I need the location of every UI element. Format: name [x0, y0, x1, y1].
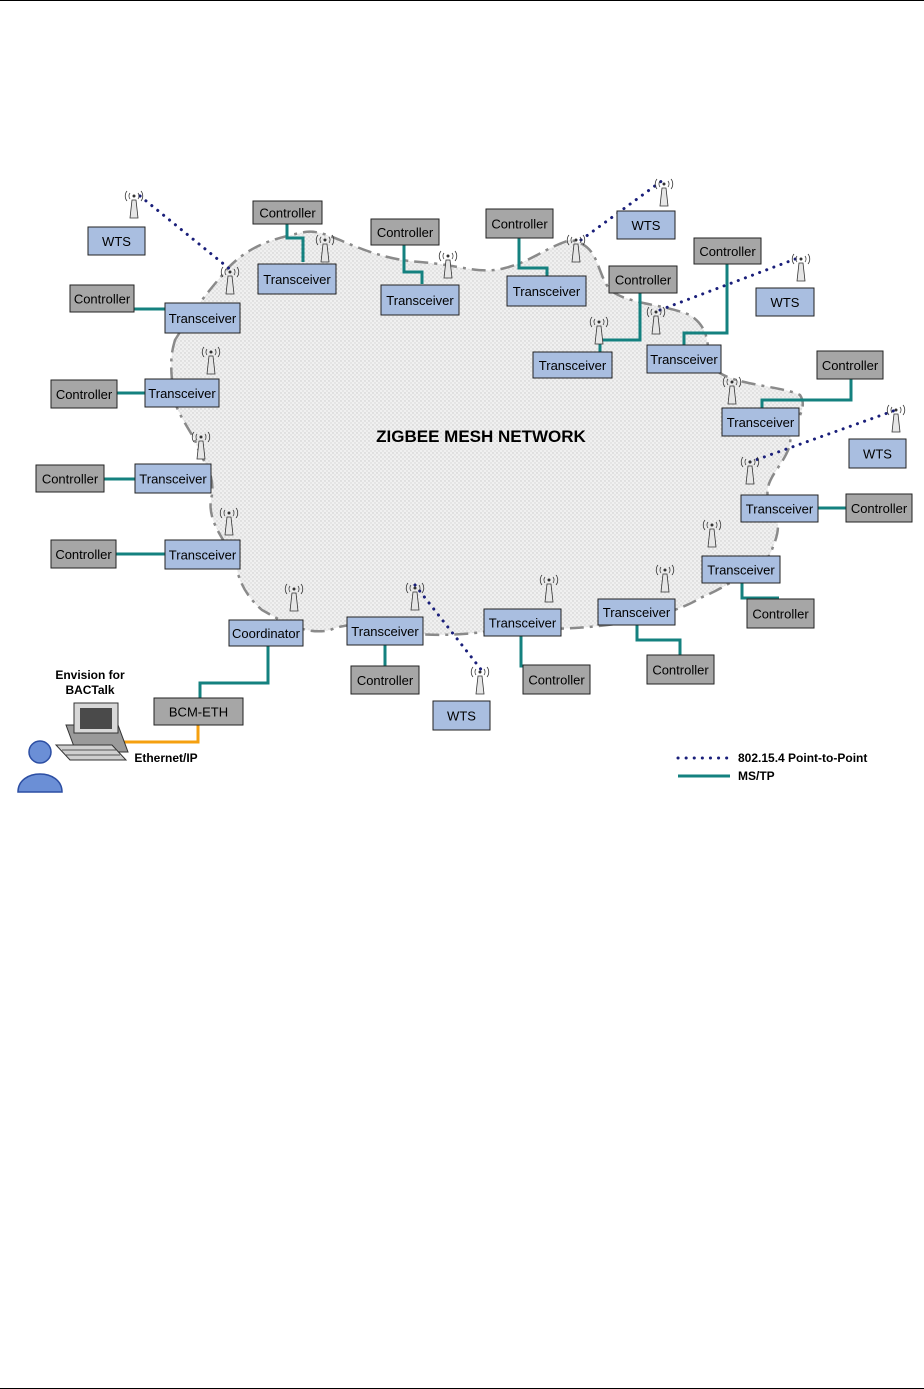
wts-5: WTS	[433, 701, 490, 730]
transceiver-8-label: Transceiver	[139, 472, 207, 487]
wts-1: WTS	[88, 227, 145, 255]
wts-2-label: WTS	[632, 218, 661, 233]
wts-4-label: WTS	[863, 447, 892, 462]
transceiver-14-label: Transceiver	[489, 616, 557, 631]
controller-1: Controller	[253, 201, 322, 224]
transceiver-4-label: Transceiver	[539, 358, 607, 373]
transceiver-3: Transceiver	[507, 276, 586, 306]
transceiver-1-label: Transceiver	[263, 272, 331, 287]
transceiver-7-label: Transceiver	[148, 386, 216, 401]
controller-3: Controller	[486, 209, 553, 238]
transceiver-10: Transceiver	[722, 408, 799, 436]
transceiver-12: Transceiver	[702, 556, 780, 583]
p2p-link-1	[140, 196, 231, 270]
workstation-label-line2: BACTalk	[65, 683, 114, 697]
mstp-link-13	[637, 625, 680, 656]
ethernet-label: Ethernet/IP	[134, 751, 197, 765]
workstation-group: Envision for BACTalk Ethernet/IP	[18, 668, 198, 792]
transceiver-5-label: Transceiver	[650, 352, 718, 367]
user-icon	[18, 741, 62, 792]
transceiver-8: Transceiver	[135, 464, 211, 493]
controller-13: Controller	[647, 655, 714, 684]
controller-6-label: Controller	[74, 292, 131, 307]
transceiver-3-label: Transceiver	[513, 284, 581, 299]
controller-5: Controller	[694, 238, 761, 264]
controller-11-label: Controller	[851, 501, 908, 516]
workstation-label-line1: Envision for	[55, 668, 125, 682]
controller-9: Controller	[51, 540, 116, 568]
controller-2: Controller	[371, 219, 439, 245]
mstp-link-5	[684, 262, 727, 345]
controller-4: Controller	[609, 266, 677, 293]
transceiver-13: Transceiver	[598, 599, 675, 625]
antenna-icon-21	[471, 667, 489, 694]
transceiver-2: Transceiver	[381, 285, 459, 315]
controller-14-label: Controller	[528, 673, 585, 688]
controller-1-label: Controller	[259, 206, 316, 221]
wts-4: WTS	[849, 439, 906, 468]
coordinator-label: Coordinator	[232, 626, 301, 641]
mstp-link-16	[200, 646, 268, 698]
transceiver-9: Transceiver	[165, 540, 240, 569]
mstp-link-12	[742, 581, 779, 598]
mstp-link-14	[521, 636, 555, 666]
transceiver-5: Transceiver	[647, 345, 721, 373]
controller-14: Controller	[523, 665, 590, 694]
transceiver-14: Transceiver	[484, 609, 561, 636]
transceiver-10-label: Transceiver	[727, 415, 795, 430]
controller-5-label: Controller	[699, 244, 756, 259]
wts-5-label: WTS	[447, 709, 476, 724]
transceiver-2-label: Transceiver	[386, 293, 454, 308]
controller-15-label: Controller	[357, 673, 414, 688]
controller-7-label: Controller	[56, 387, 113, 402]
diagram-title: ZIGBEE MESH NETWORK	[376, 427, 586, 446]
transceiver-12-label: Transceiver	[707, 563, 775, 578]
wts-3: WTS	[756, 288, 814, 316]
controller-7: Controller	[51, 380, 117, 408]
computer-icon	[56, 703, 128, 760]
controller-3-label: Controller	[491, 217, 548, 232]
transceiver-11-label: Transceiver	[746, 502, 814, 517]
controller-9-label: Controller	[55, 547, 112, 562]
legend: 802.15.4 Point-to-Point MS/TP	[678, 751, 867, 783]
transceiver-6: Transceiver	[165, 303, 240, 333]
wts-1-label: WTS	[102, 234, 131, 249]
controller-8-label: Controller	[42, 472, 99, 487]
controller-15: Controller	[351, 666, 419, 694]
antenna-icon-20	[887, 405, 905, 432]
transceiver-15-label: Transceiver	[351, 624, 419, 639]
controller-13-label: Controller	[652, 663, 709, 678]
bcm-eth: BCM-ETH	[154, 698, 243, 725]
controller-8: Controller	[36, 465, 104, 492]
bcm-eth-label: BCM-ETH	[169, 705, 228, 720]
transceiver-1: Transceiver	[258, 264, 336, 294]
controller-10-label: Controller	[822, 358, 879, 373]
controller-2-label: Controller	[377, 225, 434, 240]
controller-12: Controller	[747, 599, 814, 628]
coordinator: Coordinator	[229, 620, 303, 646]
transceiver-4: Transceiver	[533, 352, 612, 378]
wts-2: WTS	[617, 211, 675, 239]
wts-3-label: WTS	[771, 295, 800, 310]
controller-11: Controller	[846, 494, 912, 522]
transceiver-6-label: Transceiver	[169, 311, 237, 326]
transceiver-9-label: Transceiver	[169, 548, 237, 563]
controller-6: Controller	[70, 285, 134, 312]
transceiver-15: Transceiver	[347, 617, 423, 645]
controller-10: Controller	[817, 351, 883, 379]
legend-p2p-label: 802.15.4 Point-to-Point	[738, 751, 867, 765]
legend-mstp-label: MS/TP	[738, 769, 775, 783]
transceiver-13-label: Transceiver	[603, 605, 671, 620]
transceiver-7: Transceiver	[145, 379, 219, 407]
controller-4-label: Controller	[615, 273, 672, 288]
antenna-icon-5	[655, 179, 673, 206]
controller-12-label: Controller	[752, 607, 809, 622]
ethernet-link	[120, 725, 198, 742]
transceiver-11: Transceiver	[741, 495, 818, 522]
